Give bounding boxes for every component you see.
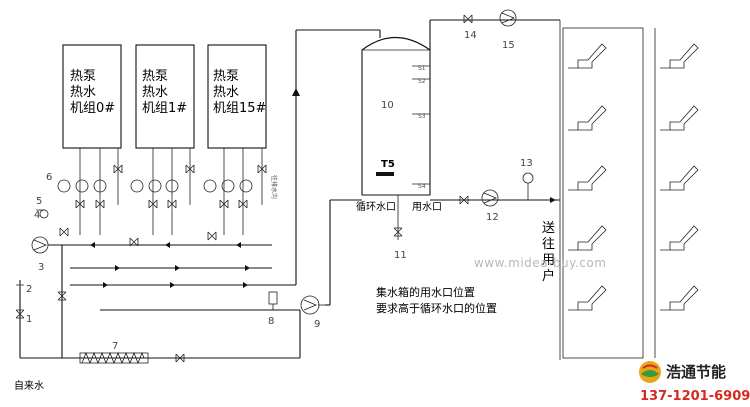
storage-tank: 10 S1 S2 S3 S4 T5 循环水口 用水口 xyxy=(356,37,442,213)
outlet-arrow xyxy=(550,197,556,203)
unit-pipes xyxy=(79,148,263,235)
outlet-char-2: 往 xyxy=(542,237,555,252)
heat-pump-unit-15: 热泵 热水 机组15# xyxy=(207,44,267,149)
num-14: 14 xyxy=(464,30,477,41)
return-valve xyxy=(463,14,473,24)
brand-name: 浩通节能 xyxy=(666,363,726,381)
pressure-gauge xyxy=(522,172,534,200)
unit-1-line-2: 热水 xyxy=(142,85,168,100)
faucets-left xyxy=(568,43,607,311)
num-9: 9 xyxy=(314,319,320,330)
level-s3: S3 xyxy=(418,113,426,120)
heat-pump-unit-1: 热泵 热水 机组1# xyxy=(135,44,195,149)
circulation-pump xyxy=(300,295,325,315)
tank-sensor: T5 xyxy=(381,159,395,170)
user-loop xyxy=(559,20,656,360)
outlet-char-1: 送 xyxy=(542,221,555,236)
outlet-char-4: 户 xyxy=(542,268,555,284)
unit-0-line-1: 热泵 xyxy=(70,69,96,84)
inlet-valves xyxy=(15,209,67,319)
electric-heater xyxy=(79,351,149,365)
unit-pumps xyxy=(57,179,253,193)
heat-pump-unit-0: 热泵 热水 机组0# xyxy=(62,44,122,149)
unit-0-line-3: 机组0# xyxy=(70,101,115,116)
note-line-1: 集水箱的用水口位置 xyxy=(376,285,475,299)
num-8: 8 xyxy=(268,316,274,327)
brand-logo: 浩通节能 137-1201-6909 xyxy=(639,361,750,404)
inlet-label: 自来水 xyxy=(14,379,44,392)
tank-number: 10 xyxy=(381,100,394,111)
num-2: 2 xyxy=(26,284,32,295)
unit-1-line-1: 热泵 xyxy=(142,69,168,84)
brand-phone: 137-1201-6909 xyxy=(640,389,750,404)
unit-valves xyxy=(59,164,267,247)
unit-15-line-1: 热泵 xyxy=(213,69,239,84)
num-7: 7 xyxy=(112,341,118,352)
num-15: 15 xyxy=(502,40,515,51)
level-s1: S1 xyxy=(418,65,426,72)
num-3: 3 xyxy=(38,262,44,273)
inlet-pump xyxy=(31,236,49,254)
watermark: www.midea-buy.com xyxy=(474,256,606,270)
drain-label: 往排水沟 xyxy=(270,175,278,199)
num-1: 1 xyxy=(26,314,32,325)
flow-arrows xyxy=(90,88,300,288)
main-headers xyxy=(19,29,380,359)
note-line-2: 要求高于循环水口的位置 xyxy=(376,301,497,315)
unit-0-line-2: 热水 xyxy=(70,85,96,100)
unit-1-line-3: 机组1# xyxy=(142,101,187,116)
num-12: 12 xyxy=(486,212,499,223)
unit-15-line-2: 热水 xyxy=(213,85,239,100)
design-note: 集水箱的用水口位置 要求高于循环水口的位置 xyxy=(376,285,497,315)
use-port-label: 用水口 xyxy=(412,201,442,213)
num-4: 4 xyxy=(34,210,40,221)
item-numbers: 1 2 3 4 5 6 7 8 9 11 12 13 14 15 xyxy=(26,30,533,352)
faucets-right xyxy=(660,43,699,311)
sensor-mark xyxy=(376,172,394,176)
num-13: 13 xyxy=(520,158,533,169)
num-11: 11 xyxy=(394,250,407,261)
level-s4: S4 xyxy=(418,183,426,190)
outlet-pump xyxy=(481,189,499,207)
return-pump xyxy=(499,9,517,27)
unit-15-line-3: 机组15# xyxy=(213,101,266,116)
drain-text: 往排水沟 xyxy=(270,175,278,199)
check-valve xyxy=(175,353,185,363)
level-s2: S2 xyxy=(418,78,426,85)
circ-port-label: 循环水口 xyxy=(356,200,396,213)
outlet-char-3: 用 xyxy=(542,253,555,268)
outlet-valve xyxy=(459,195,469,205)
gauge xyxy=(268,291,278,310)
outlet-label: 送 往 用 户 xyxy=(542,221,555,284)
num-6: 6 xyxy=(46,172,52,183)
drain-valve xyxy=(393,227,403,237)
num-5: 5 xyxy=(36,196,42,207)
